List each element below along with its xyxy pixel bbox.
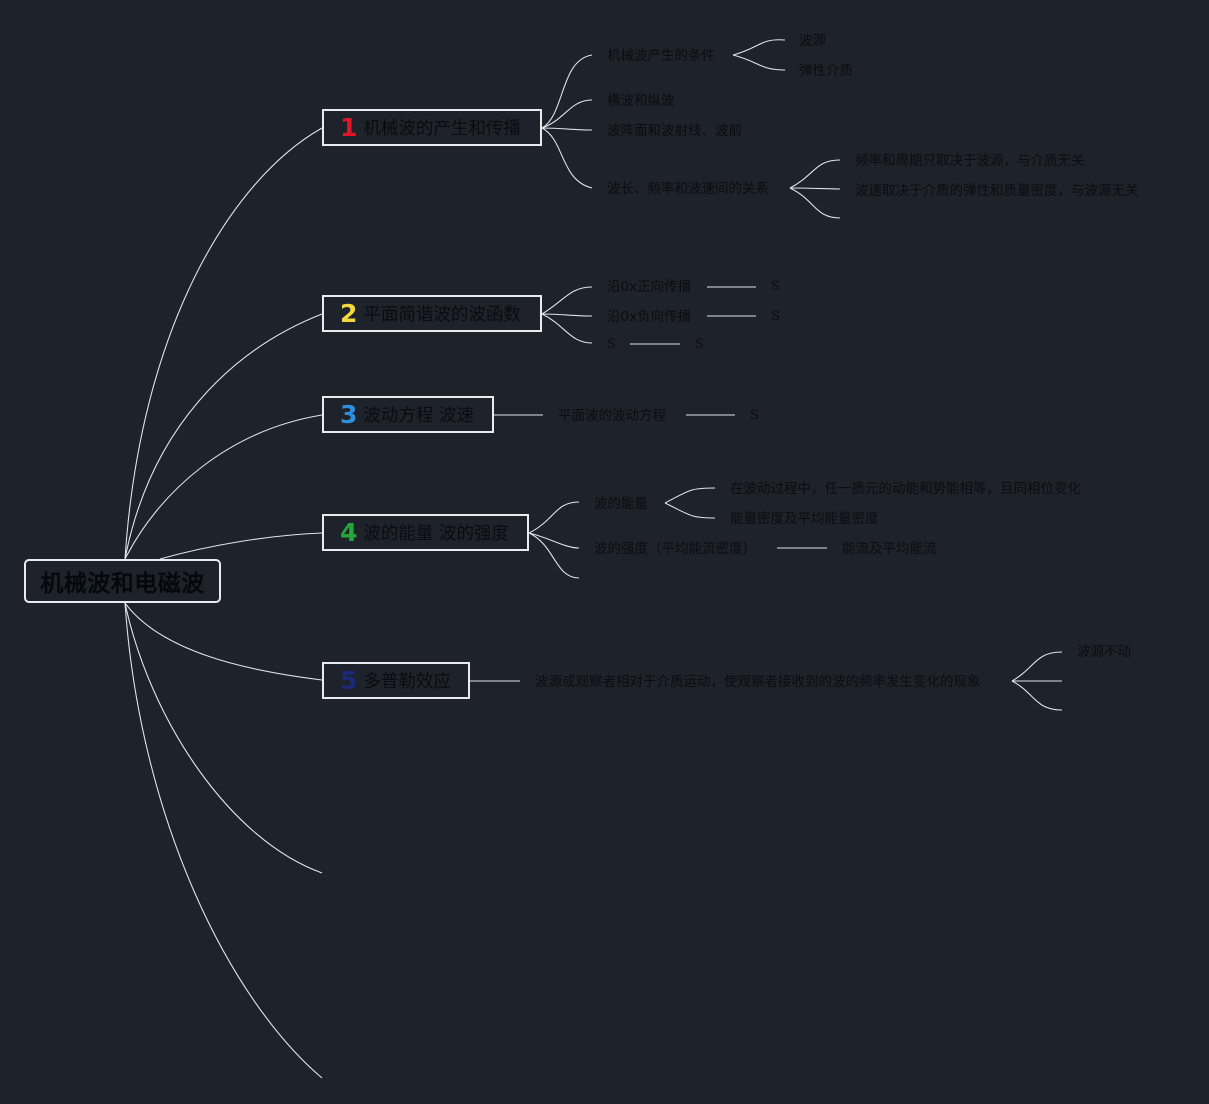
number-5-icon: 5 (340, 666, 358, 695)
leaf-conditions[interactable]: 机械波产生的条件 (607, 48, 715, 64)
branch-4-title: 波的能量 波的强度 (363, 524, 509, 544)
leaf-kinetic-potential[interactable]: 在波动过程中，任一质元的动能和势能相等，且同相位变化 (730, 481, 1081, 497)
root-topic[interactable]: 机械波和电磁波 (24, 559, 221, 603)
leaf-positive-x-s[interactable]: S (771, 279, 780, 294)
leaf-s-next[interactable]: S (695, 337, 704, 352)
number-2-icon: 2 (340, 299, 358, 328)
number-1-icon: 1 (340, 113, 358, 142)
leaf-wave-speed[interactable]: 波速取决于介质的弹性和质量密度，与波源无关 (855, 183, 1139, 199)
branch-3-node[interactable]: 3 波动方程 波速 (322, 396, 494, 433)
leaf-positive-x[interactable]: 沿0x正向传播 (607, 279, 692, 295)
leaf-energy-flow[interactable]: 能流及平均能流 (842, 541, 937, 557)
leaf-wavefront[interactable]: 波阵面和波射线、波前 (607, 123, 742, 139)
leaf-frequency-period[interactable]: 频率和周期只取决于波源，与介质无关 (855, 153, 1085, 169)
leaf-transverse-longitudinal[interactable]: 横波和纵波 (607, 93, 675, 109)
leaf-source-stationary[interactable]: 波源不动 (1077, 644, 1131, 660)
leaf-wave-energy[interactable]: 波的能量 (594, 496, 648, 512)
leaf-doppler-definition[interactable]: 波源或观察者相对于介质运动，使观察者接收到的波的频率发生变化的现象 (535, 674, 981, 690)
branch-2-node[interactable]: 2 平面简谐波的波函数 (322, 295, 542, 332)
leaf-negative-x-s[interactable]: S (771, 309, 780, 324)
leaf-plane-wave-equation[interactable]: 平面波的波动方程 (558, 408, 666, 424)
leaf-elastic-medium[interactable]: 弹性介质 (799, 63, 853, 79)
branch-2-title: 平面简谐波的波函数 (363, 305, 521, 325)
branch-1-title: 机械波的产生和传播 (363, 119, 521, 139)
leaf-wave-source[interactable]: 波源 (799, 33, 826, 49)
leaf-plane-wave-s[interactable]: S (750, 408, 759, 423)
number-3-icon: 3 (340, 400, 358, 429)
leaf-negative-x[interactable]: 沿0x负向传播 (607, 309, 692, 325)
branch-5-node[interactable]: 5 多普勒效应 (322, 662, 470, 699)
branch-3-title: 波动方程 波速 (363, 406, 474, 426)
branch-1-node[interactable]: 1 机械波的产生和传播 (322, 109, 542, 146)
branch-5-title: 多普勒效应 (363, 672, 451, 692)
leaf-wavelength-relation[interactable]: 波长、频率和波速间的关系 (607, 181, 769, 197)
leaf-energy-density[interactable]: 能量密度及平均能量密度 (730, 511, 879, 527)
number-4-icon: 4 (340, 518, 358, 547)
leaf-wave-intensity[interactable]: 波的强度（平均能流密度） (594, 541, 756, 557)
leaf-s[interactable]: S (607, 337, 616, 352)
branch-4-node[interactable]: 4 波的能量 波的强度 (322, 514, 529, 551)
